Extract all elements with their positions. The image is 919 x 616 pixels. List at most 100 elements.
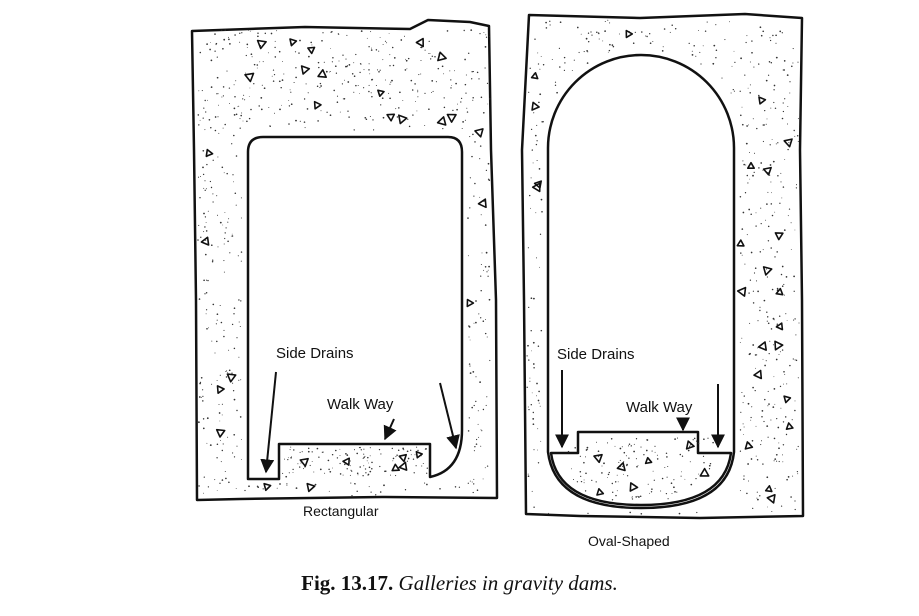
concrete-dot <box>563 56 566 59</box>
concrete-dot <box>739 342 741 344</box>
concrete-dot <box>758 63 760 65</box>
figure-caption: Fig. 13.17. Galleries in gravity dams. <box>0 571 919 596</box>
concrete-dot <box>253 83 255 85</box>
concrete-dot <box>247 29 249 31</box>
concrete-dot <box>641 31 643 33</box>
concrete-dot <box>751 51 753 54</box>
concrete-dot <box>595 481 597 483</box>
concrete-dot <box>295 67 297 69</box>
concrete-dot <box>782 454 783 456</box>
concrete-dot <box>480 275 482 277</box>
concrete-dot <box>485 251 488 254</box>
aggregate-stone <box>616 461 626 472</box>
concrete-dot <box>202 395 204 398</box>
concrete-dot <box>773 319 775 321</box>
concrete-dot <box>370 49 373 51</box>
concrete-dot <box>204 129 206 131</box>
concrete-dot <box>209 444 212 446</box>
concrete-dot <box>471 406 473 409</box>
concrete-dot <box>785 313 787 315</box>
concrete-dot <box>366 460 368 462</box>
concrete-dot <box>791 419 793 421</box>
concrete-dot <box>299 120 301 122</box>
concrete-dot <box>329 47 331 49</box>
concrete-dot <box>741 391 743 394</box>
concrete-dot <box>472 371 475 373</box>
concrete-dot <box>607 473 610 476</box>
concrete-dot <box>214 50 216 52</box>
concrete-dot <box>206 43 208 45</box>
concrete-dot <box>604 30 606 32</box>
concrete-dot <box>238 321 240 323</box>
concrete-dot <box>228 38 230 41</box>
concrete-dot <box>477 410 479 412</box>
concrete-dot <box>601 465 603 467</box>
concrete-dot <box>778 442 780 444</box>
concrete-dot <box>783 69 785 71</box>
concrete-dot <box>369 115 371 118</box>
concrete-dot <box>473 450 475 452</box>
concrete-dot <box>640 513 643 515</box>
concrete-dot <box>410 449 412 451</box>
concrete-dot <box>603 462 605 465</box>
concrete-dot <box>770 328 773 330</box>
concrete-dot <box>207 210 209 212</box>
concrete-dot <box>208 327 210 329</box>
concrete-dot <box>480 289 482 292</box>
right-shape-label: Oval-Shaped <box>588 533 670 549</box>
concrete-dot <box>596 441 597 443</box>
concrete-dot <box>775 56 778 59</box>
concrete-dot <box>475 300 477 302</box>
concrete-dot <box>341 83 344 85</box>
concrete-dot <box>666 456 668 458</box>
concrete-dot <box>395 456 397 458</box>
concrete-dot <box>294 51 297 53</box>
concrete-dot <box>256 67 258 69</box>
concrete-dot <box>303 98 306 100</box>
concrete-dot <box>763 124 766 126</box>
concrete-dot <box>747 463 749 465</box>
concrete-dot <box>405 58 407 60</box>
concrete-dot <box>667 498 669 500</box>
concrete-dot <box>248 117 251 120</box>
concrete-dot <box>477 423 479 425</box>
concrete-dot <box>368 462 369 464</box>
concrete-dot <box>650 491 653 493</box>
concrete-dot <box>759 251 762 253</box>
oval-gallery: Side Drains Walk Way Oval-Shaped <box>520 12 805 549</box>
aggregate-stone <box>783 395 792 404</box>
concrete-dot <box>695 55 697 57</box>
concrete-dot <box>441 65 444 68</box>
concrete-dot <box>390 81 392 83</box>
concrete-dot <box>798 322 800 324</box>
concrete-dot <box>534 38 536 40</box>
concrete-dot <box>467 482 469 484</box>
concrete-dot <box>389 54 391 56</box>
concrete-dot <box>232 390 235 392</box>
concrete-dot <box>793 275 795 278</box>
concrete-dot <box>346 65 348 66</box>
concrete-dot <box>248 485 250 488</box>
concrete-dot <box>712 441 714 444</box>
concrete-dot <box>458 486 461 488</box>
concrete-dot <box>319 82 322 85</box>
concrete-dot <box>769 144 771 146</box>
concrete-dot <box>662 46 664 48</box>
concrete-dot <box>293 81 295 84</box>
concrete-dot <box>609 43 611 46</box>
concrete-dot <box>244 489 246 492</box>
concrete-dot <box>786 478 788 481</box>
concrete-dot <box>697 30 699 32</box>
concrete-dot <box>532 341 535 344</box>
concrete-dot <box>346 468 348 470</box>
concrete-dot <box>743 395 745 397</box>
concrete-dot <box>762 358 764 360</box>
concrete-dot <box>464 83 467 86</box>
concrete-dot <box>241 112 243 114</box>
concrete-dot <box>335 449 337 452</box>
concrete-dot <box>288 99 290 101</box>
concrete-dot <box>598 38 600 40</box>
concrete-dot <box>673 479 675 481</box>
concrete-dot <box>757 290 759 293</box>
concrete-dot <box>390 474 391 476</box>
